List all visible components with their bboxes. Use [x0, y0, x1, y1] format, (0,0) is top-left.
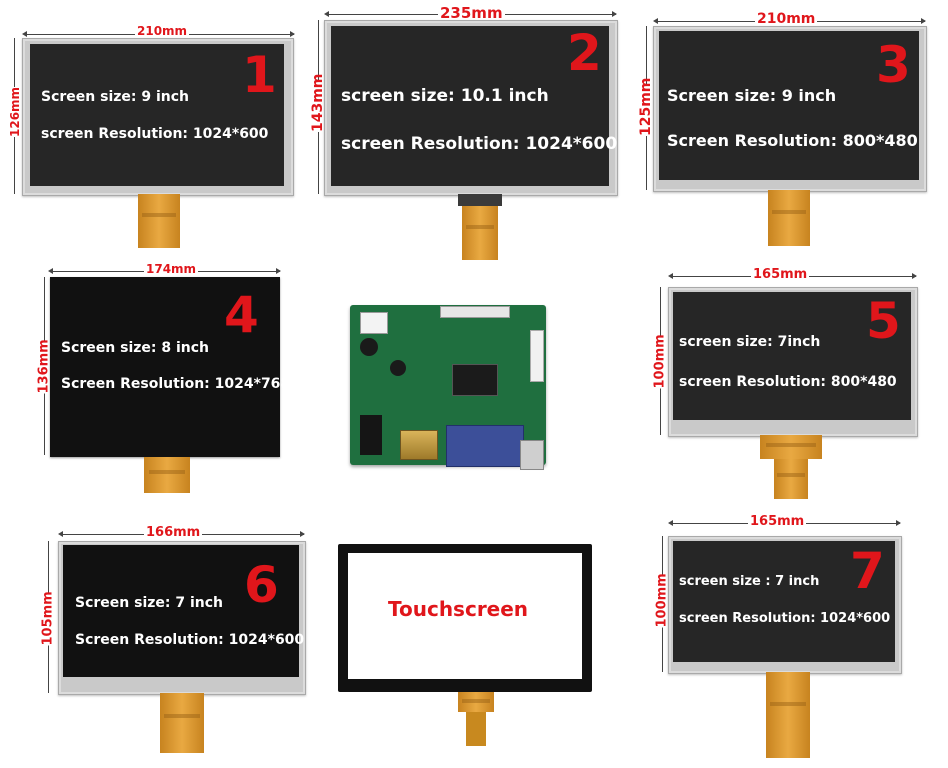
resolution-label: screen Resolution: 1024*600	[679, 611, 891, 626]
arrow-left-icon	[668, 520, 673, 526]
screen-size-label: Screen size: 9 inch	[667, 86, 837, 105]
panel-number: 7	[850, 542, 885, 600]
screen-size-label: Screen size: 8 inch	[61, 340, 210, 356]
width-label: 210mm	[135, 24, 190, 38]
arrow-left-icon	[22, 31, 27, 37]
arrow-right-icon	[300, 531, 305, 537]
flex-cable	[144, 457, 190, 493]
width-label: 174mm	[144, 262, 199, 276]
panel-number: 5	[866, 292, 901, 350]
resolution-label: Screen Resolution: 800*480	[667, 131, 918, 150]
height-label: 126mm	[8, 86, 22, 137]
touch-flex-cable	[458, 692, 494, 712]
pin-header	[530, 330, 544, 382]
capacitor	[360, 338, 378, 356]
lcd-screen	[50, 277, 280, 457]
touchscreen-label: Touchscreen	[388, 597, 529, 621]
arrow-right-icon	[612, 11, 617, 17]
height-label: 105mm	[40, 591, 56, 646]
flex-cable	[462, 206, 498, 260]
connector	[458, 194, 502, 206]
flex-cable	[768, 190, 810, 246]
flex-cable-tail	[774, 459, 808, 499]
touch-glass	[348, 553, 582, 679]
panel-number: 4	[224, 286, 259, 344]
lcd-screen	[63, 545, 299, 677]
lcd-screen	[673, 292, 911, 420]
dc-jack	[360, 415, 382, 455]
flex-cable	[766, 672, 810, 758]
width-label: 165mm	[748, 514, 807, 529]
flex-cable	[138, 194, 180, 248]
arrow-left-icon	[653, 18, 658, 24]
lvds-connector	[440, 306, 510, 318]
lcd-screen	[331, 26, 609, 186]
resolution-label: Screen Resolution: 1024*768	[61, 376, 291, 392]
width-label: 210mm	[755, 11, 818, 27]
power-connector	[360, 312, 388, 334]
screen-size-label: screen size : 7 inch	[679, 574, 820, 589]
av-jack	[520, 440, 544, 470]
screen-size-label: screen size: 10.1 inch	[341, 86, 549, 106]
touch-flex-tail	[466, 712, 486, 746]
width-label: 166mm	[144, 525, 203, 540]
arrow-left-icon	[324, 11, 329, 17]
hdmi-port	[400, 430, 438, 460]
width-label: 235mm	[438, 4, 505, 22]
arrow-left-icon	[668, 273, 673, 279]
arrow-right-icon	[276, 268, 281, 274]
capacitor	[390, 360, 406, 376]
resolution-label: screen Resolution: 1024*600	[41, 126, 269, 142]
panel-number: 2	[567, 24, 602, 82]
panel-number: 1	[242, 46, 277, 104]
panel-number: 3	[876, 36, 911, 94]
main-chip	[452, 364, 498, 396]
lcd-screen	[659, 31, 919, 180]
arrow-right-icon	[921, 18, 926, 24]
resolution-label: screen Resolution: 800*480	[679, 374, 897, 390]
arrow-right-icon	[290, 31, 295, 37]
height-label: 100mm	[652, 334, 668, 389]
resolution-label: Screen Resolution: 1024*600	[75, 632, 305, 648]
width-label: 165mm	[751, 267, 810, 282]
arrow-right-icon	[896, 520, 901, 526]
panel-number: 6	[244, 556, 279, 614]
height-label: 125mm	[638, 77, 654, 136]
lcd-screen	[673, 541, 895, 662]
arrow-left-icon	[58, 531, 63, 537]
screen-size-label: screen size: 7inch	[679, 334, 821, 350]
vga-port	[446, 425, 524, 467]
screen-size-label: Screen size: 7 inch	[75, 595, 224, 611]
resolution-label: screen Resolution: 1024*600	[341, 134, 618, 154]
flex-cable	[160, 693, 204, 753]
lcd-screen	[30, 44, 284, 186]
screen-size-label: Screen size: 9 inch	[41, 89, 190, 105]
arrow-right-icon	[912, 273, 917, 279]
flex-cable	[760, 435, 822, 459]
arrow-left-icon	[48, 268, 53, 274]
